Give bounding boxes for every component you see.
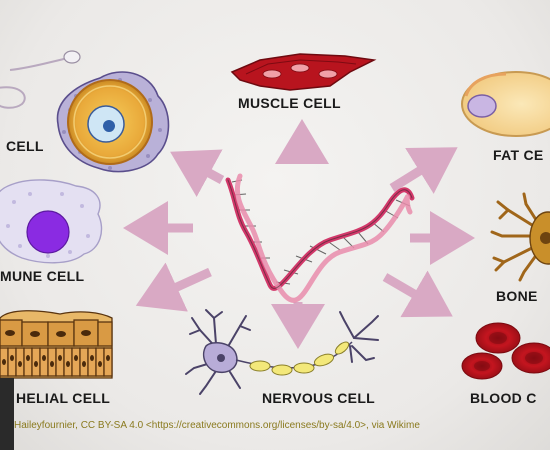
arrow-to-blood-cell xyxy=(382,270,453,318)
bone-cell-illustration xyxy=(490,192,550,282)
bone-cell-label: BONE xyxy=(496,288,538,304)
arrows xyxy=(123,119,475,349)
image-credit: Haileyfournier, CC BY-SA 4.0 <https://cr… xyxy=(14,420,420,431)
epithelial-cell-illustration xyxy=(0,310,113,379)
immune-cell-illustration xyxy=(0,179,103,264)
nervous-cell-label: NERVOUS CELL xyxy=(262,390,376,406)
arrow-to-fat-cell xyxy=(389,147,458,194)
immune-cell-label: MUNE CELL xyxy=(0,268,85,284)
stem-cell-label: CELL xyxy=(6,138,44,154)
fat-cell-label: FAT CE xyxy=(493,147,544,163)
dna-helix xyxy=(225,173,415,303)
blood-cell-label: BLOOD C xyxy=(470,390,537,406)
arrow-to-stem-cell xyxy=(170,149,225,197)
nervous-cell-illustration xyxy=(185,309,379,395)
fat-cell-illustration xyxy=(461,71,550,137)
stem-cell-illustration xyxy=(0,50,170,173)
arrow-to-epithelial-cell xyxy=(135,262,212,312)
muscle-cell-label: MUSCLE CELL xyxy=(238,95,341,111)
epithelial-cell-label: HELIAL CELL xyxy=(16,390,111,406)
dark-corner-occlusion xyxy=(0,378,14,450)
muscle-cell-illustration xyxy=(230,53,377,91)
blood-cell-illustration xyxy=(461,322,550,380)
